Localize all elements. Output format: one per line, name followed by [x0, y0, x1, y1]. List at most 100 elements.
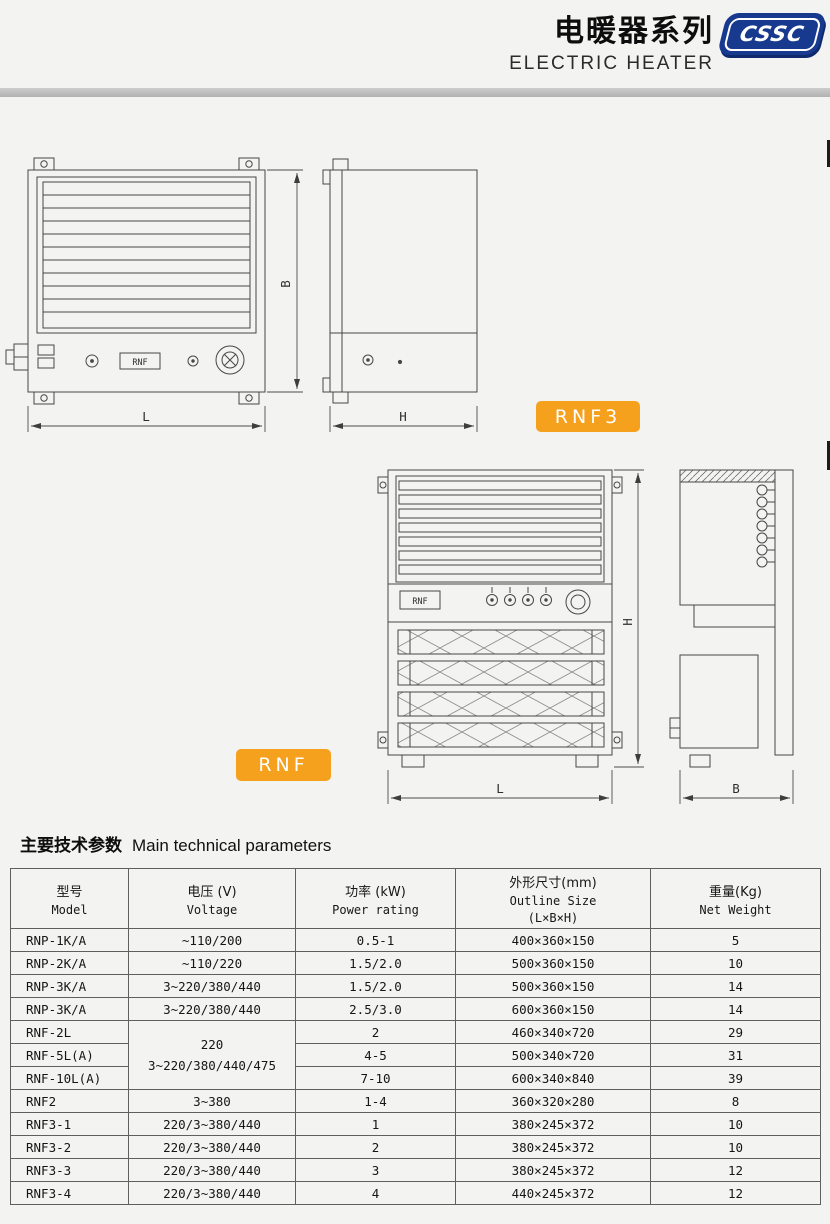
- model-cell: RNF-10L(A): [10, 1066, 129, 1090]
- model-cell: RNF3-3: [10, 1158, 129, 1182]
- outline-cell: 460×340×720: [455, 1020, 651, 1044]
- table-row: RNF3-3 220/3~380/440 3 380×245×372 12: [10, 1158, 821, 1182]
- power-cell: 0.5-1: [295, 928, 456, 952]
- table-row: RNP-1K/A ~110/200 0.5-1 400×360×150 5: [10, 928, 821, 952]
- model-badge-rnf3: RNF3: [536, 401, 640, 432]
- weight-cell: 31: [650, 1043, 821, 1067]
- weight-cell: 10: [650, 1112, 821, 1136]
- voltage-cell: 220/3~380/440: [128, 1181, 296, 1205]
- model-cell: RNP-3K/A: [10, 997, 129, 1021]
- grille-slat: [398, 480, 602, 491]
- dim-label-b: B: [732, 781, 740, 796]
- nameplate: [119, 352, 161, 370]
- model-cell: RNP-2K/A: [10, 951, 129, 975]
- main-technical-parameters-table: 型号 Model 电压 (V) Voltage 功率 (kW) Power ra…: [10, 868, 821, 1205]
- thermostat-knob: [215, 345, 245, 375]
- table-row: RNF2 3~380 1-4 360×320×280 8: [10, 1089, 821, 1113]
- rnf3-dimension-lines: [27, 169, 478, 432]
- table-row: RNF3-1 220/3~380/440 1 380×245×372 10: [10, 1112, 821, 1136]
- technical-drawings-svg: RNF B L H: [5, 157, 794, 804]
- power-cell: 7-10: [295, 1066, 456, 1090]
- voltage-cell: ~110/200: [128, 928, 296, 952]
- page-title-english: ELECTRIC HEATER: [509, 53, 714, 74]
- header-divider-bar: [0, 88, 830, 97]
- col-header-model: 型号 Model: [10, 868, 129, 929]
- terminal: [756, 496, 768, 508]
- power-cell: 4-5: [295, 1043, 456, 1067]
- heater-element-band: [397, 722, 605, 748]
- terminal: [756, 544, 768, 556]
- model-badge-rnf: RNF: [236, 749, 331, 781]
- table-row: RNP-3K/A 3~220/380/440 1.5/2.0 500×360×1…: [10, 974, 821, 998]
- heater-element-band: [397, 629, 605, 655]
- rnf3-panel-nameplate-text: RNF: [132, 358, 147, 368]
- weight-cell: 10: [650, 1135, 821, 1159]
- col-header-power: 功率 (kW) Power rating: [295, 868, 456, 929]
- weight-cell: 14: [650, 974, 821, 998]
- grille-slats: [43, 194, 250, 313]
- voltage-cell: 220/3~380/440: [128, 1112, 296, 1136]
- outline-cell: 380×245×372: [455, 1112, 651, 1136]
- terminal: [756, 520, 768, 532]
- heater-element-band: [397, 691, 605, 717]
- outline-cell: 440×245×372: [455, 1181, 651, 1205]
- page-title-chinese: 电暖器系列: [554, 14, 714, 49]
- power-cell: 2.5/3.0: [295, 997, 456, 1021]
- weight-cell: 39: [650, 1066, 821, 1090]
- cssc-logo: CSSC: [716, 13, 828, 55]
- indicator-lamp: [362, 354, 374, 366]
- rnf3-front-view-drawing: [5, 157, 266, 405]
- model-cell: RNF3-4: [10, 1181, 129, 1205]
- dim-label-h: H: [399, 409, 407, 424]
- weight-cell: 10: [650, 951, 821, 975]
- table-row: RNP-2K/A ~110/220 1.5/2.0 500×360×150 10: [10, 951, 821, 975]
- dim-label-b: B: [278, 280, 293, 288]
- table-row: RNP-3K/A 3~220/380/440 2.5/3.0 600×360×1…: [10, 997, 821, 1021]
- model-cell: RNF-5L(A): [10, 1043, 129, 1067]
- power-cell: 1.5/2.0: [295, 951, 456, 975]
- table-row: RNF3-2 220/3~380/440 2 380×245×372 10: [10, 1135, 821, 1159]
- indicator-lamp: [187, 355, 199, 367]
- section-title: 主要技术参数 Main technical parameters: [20, 831, 331, 856]
- dim-label-l: L: [142, 409, 150, 424]
- power-cell: 3: [295, 1158, 456, 1182]
- switch: [540, 594, 552, 606]
- rnf-side-view-drawing: [669, 469, 794, 768]
- table-row: RNF-2L 220 3~220/380/440/475 2 460×340×7…: [10, 1020, 821, 1090]
- weight-cell: 29: [650, 1020, 821, 1044]
- terminal: [756, 508, 768, 520]
- voltage-cell: 220/3~380/440: [128, 1135, 296, 1159]
- power-cell: 1-4: [295, 1089, 456, 1113]
- heater-element-band: [397, 660, 605, 686]
- model-cell: RNF2: [10, 1089, 129, 1113]
- power-cell: 2: [295, 1020, 456, 1044]
- technical-drawing-area: RNF B L H: [0, 120, 830, 835]
- foot: [401, 754, 425, 768]
- table-row: RNF-5L(A) 4-5 500×340×720 31: [10, 1043, 821, 1067]
- col-header-weight: 重量(Kg) Net Weight: [650, 868, 821, 929]
- switch: [504, 594, 516, 606]
- power-cell: 4: [295, 1181, 456, 1205]
- outline-cell: 400×360×150: [455, 928, 651, 952]
- outline-cell: 500×360×150: [455, 951, 651, 975]
- table-row: RNF-10L(A) 7-10 600×340×840 39: [10, 1066, 821, 1090]
- model-cell: RNP-3K/A: [10, 974, 129, 998]
- power-cell: 1: [295, 1112, 456, 1136]
- model-cell: RNF3-2: [10, 1135, 129, 1159]
- table-row: RNF3-4 220/3~380/440 4 440×245×372 12: [10, 1181, 821, 1205]
- table-header-row: 型号 Model 电压 (V) Voltage 功率 (kW) Power ra…: [10, 868, 821, 929]
- outline-cell: 500×340×720: [455, 1043, 651, 1067]
- voltage-cell: 220/3~380/440: [128, 1158, 296, 1182]
- outline-cell: 500×360×150: [455, 974, 651, 998]
- terminal-block: [37, 344, 55, 356]
- dim-label-l: L: [496, 781, 504, 796]
- model-cell: RNF3-1: [10, 1112, 129, 1136]
- thermostat-knob: [565, 589, 591, 615]
- model-cell: RNF-2L: [10, 1020, 129, 1044]
- weight-cell: 14: [650, 997, 821, 1021]
- power-cell: 1.5/2.0: [295, 974, 456, 998]
- nameplate: [399, 590, 441, 610]
- voltage-merged-cell: 220 3~220/380/440/475: [128, 1020, 296, 1090]
- outline-cell: 600×340×840: [455, 1066, 651, 1090]
